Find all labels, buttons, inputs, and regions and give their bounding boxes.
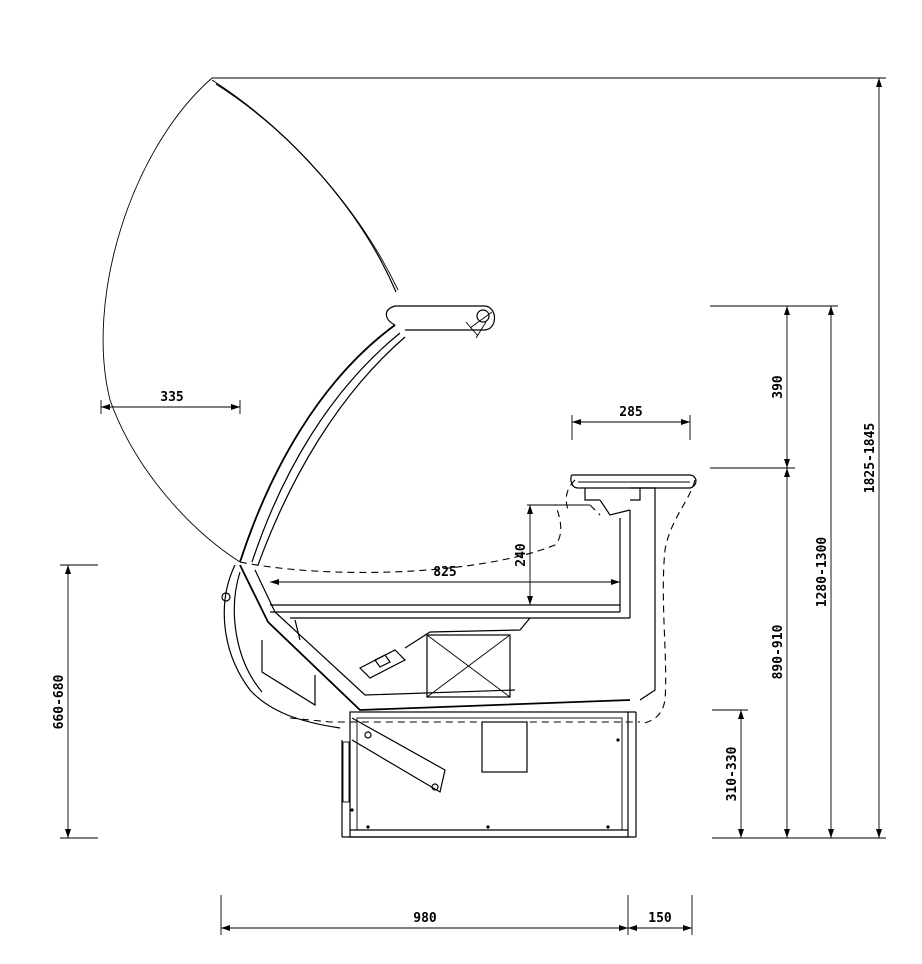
dimension-890-910: 890-910 bbox=[771, 468, 790, 838]
dimension-310-330: 310-330 bbox=[712, 709, 886, 839]
dimension-660-680: 660-680 bbox=[52, 564, 98, 839]
hinge-pivot-icon bbox=[476, 309, 490, 323]
lid-swing-arc bbox=[102, 77, 399, 563]
dimension-335: 335 bbox=[100, 390, 241, 414]
dimension-240: 240 bbox=[514, 504, 590, 605]
dimension-285: 285 bbox=[571, 405, 691, 440]
dim-label-150: 150 bbox=[648, 911, 672, 926]
dim-label-1825-1845: 1825-1845 bbox=[863, 423, 878, 493]
dimension-150: 150 bbox=[628, 895, 693, 935]
dim-label-335: 335 bbox=[160, 390, 183, 405]
dimension-980: 980 bbox=[220, 895, 629, 935]
dim-label-1280-1300: 1280-1300 bbox=[815, 537, 830, 608]
dim-label-390: 390 bbox=[771, 375, 786, 399]
base-stand bbox=[349, 711, 629, 838]
dim-label-285: 285 bbox=[619, 405, 642, 420]
dimension-1280-1300: 1280-1300 bbox=[815, 306, 834, 838]
dim-label-310-330: 310-330 bbox=[725, 746, 740, 801]
dimension-1825-1845: 1825-1845 bbox=[863, 78, 882, 838]
dim-label-660-680: 660-680 bbox=[52, 674, 67, 729]
dim-label-240: 240 bbox=[514, 543, 529, 567]
front-glass bbox=[239, 305, 496, 566]
rear-worktop bbox=[565, 474, 697, 725]
dim-label-890-910: 890-910 bbox=[771, 624, 786, 679]
dimension-825: 825 bbox=[270, 565, 620, 585]
base-cabinet bbox=[221, 564, 640, 838]
dim-label-825: 825 bbox=[433, 565, 456, 580]
evaporator-box bbox=[426, 634, 511, 698]
dim-label-980: 980 bbox=[413, 911, 437, 926]
display-bowl bbox=[239, 504, 631, 711]
dimension-390: 390 bbox=[710, 305, 838, 469]
control-box bbox=[481, 721, 528, 773]
